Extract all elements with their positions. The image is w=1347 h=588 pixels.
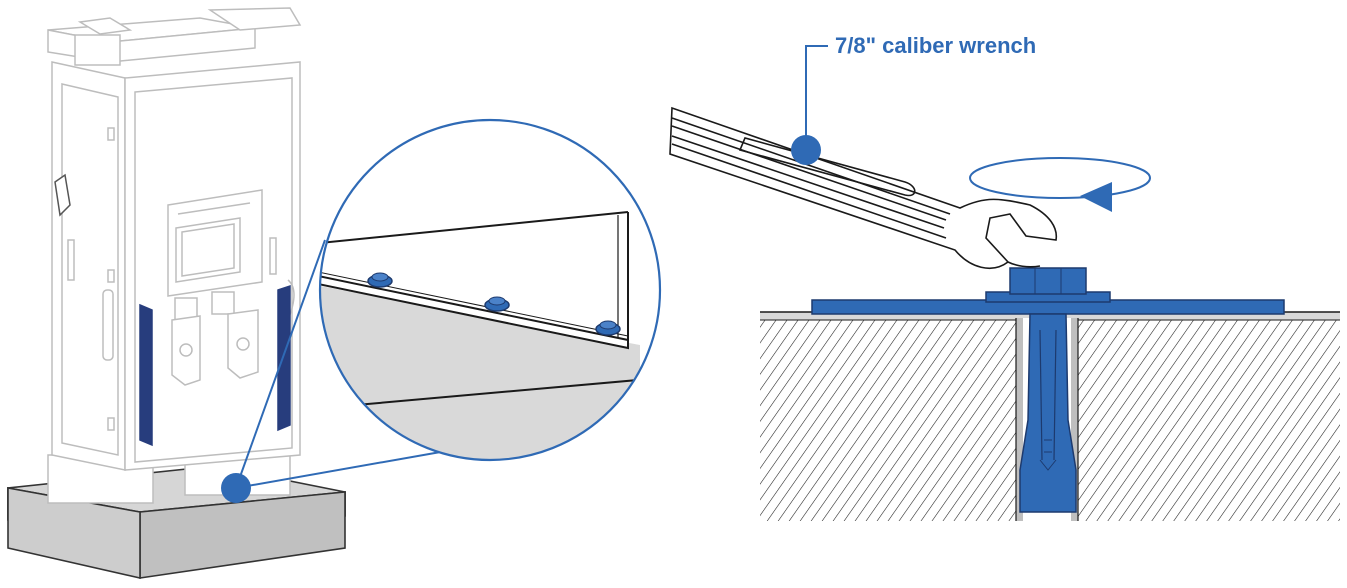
- wrench-illustration: [669, 106, 1058, 270]
- magnified-detail: [318, 118, 662, 462]
- wrench-callout-label: 7/8" caliber wrench: [835, 33, 1037, 58]
- expansion-anchor: [1019, 313, 1077, 513]
- hex-nut: [1009, 267, 1087, 295]
- anchor-cross-section: [669, 45, 1340, 521]
- anchor-bolt-heads: [367, 272, 621, 336]
- callout-dot-icon: [221, 473, 251, 503]
- charger-illustration: [7, 7, 346, 580]
- wrench-callout: [791, 45, 828, 165]
- charger-roof: [47, 7, 302, 66]
- callout-dot-icon: [791, 135, 821, 165]
- rotation-arrow-icon: [969, 157, 1151, 212]
